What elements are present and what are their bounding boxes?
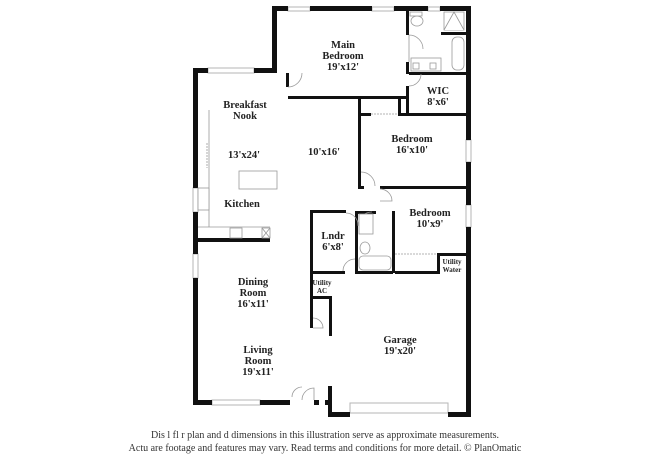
- toilet-icon-2: [359, 241, 371, 255]
- room-kitchen-nook-dimensions: 13'x24': [228, 150, 260, 161]
- room-bedroom-3: Bedroom 10'x9': [409, 208, 450, 230]
- room-dimensions: 13'x24': [227, 150, 261, 161]
- room-wic: WIC 8'x6': [427, 86, 449, 108]
- room-dimensions: 16'x11': [237, 299, 269, 310]
- room-name: AC: [316, 286, 328, 295]
- room-utility-water: Utility Water: [442, 258, 462, 274]
- toilet-icon: [410, 15, 424, 27]
- stove-icon: [229, 227, 243, 239]
- room-dining-room: Dining Room 16'x11': [237, 277, 269, 310]
- room-dimensions: 19'x20': [383, 346, 417, 357]
- room-dimensions: 10'x16': [307, 147, 341, 158]
- room-family-area: 10'x16': [308, 147, 340, 158]
- room-name: Dining: [237, 277, 269, 288]
- disclaimer-line-1: Dis l fl r plan and d dimensions in this…: [151, 430, 499, 441]
- room-name: Lndr: [321, 231, 345, 242]
- sink-icon: [197, 187, 210, 211]
- room-dimensions: 8'x6': [427, 97, 449, 108]
- room-main-bedroom: Main Bedroom 19'x12': [322, 40, 363, 73]
- room-name: Garage: [383, 335, 417, 346]
- room-name: Bedroom: [322, 51, 364, 62]
- kitchen-island: [238, 170, 278, 190]
- room-dimensions: 19'x11': [242, 367, 274, 378]
- room-name: Room: [244, 356, 272, 367]
- room-name: Utility: [312, 279, 332, 287]
- room-name: Bedroom: [391, 134, 433, 145]
- room-name: Living: [243, 345, 273, 356]
- room-name: WIC: [426, 86, 450, 97]
- disclaimer-line-2: Actu are footage and features may vary. …: [128, 443, 522, 454]
- room-name: Bedroom: [409, 208, 451, 219]
- room-living-room: Living Room 19'x11': [242, 345, 274, 378]
- room-name: Room: [239, 288, 267, 299]
- room-dimensions: 19'x12': [326, 62, 360, 73]
- room-utility-ac: Utility AC: [312, 279, 332, 295]
- room-bedroom-2: Bedroom 16'x10': [391, 134, 432, 156]
- bathtub-icon-2: [358, 255, 392, 271]
- room-name: Nook: [233, 111, 257, 122]
- room-name: Kitchen: [224, 199, 260, 210]
- room-name: Main: [331, 40, 355, 51]
- walls: [193, 6, 471, 417]
- room-dimensions: 10'x9': [416, 219, 444, 230]
- room-laundry: Lndr 6'x8': [321, 231, 344, 253]
- room-dimensions: 16'x10': [395, 145, 429, 156]
- room-dimensions: 6'x8': [322, 242, 344, 253]
- room-name: Water: [442, 265, 462, 274]
- vanity-icon-2: [358, 213, 374, 235]
- room-kitchen: Kitchen: [224, 199, 260, 210]
- fixtures: [197, 11, 465, 271]
- room-name: Breakfast: [223, 100, 267, 111]
- room-name: Utility: [442, 258, 462, 266]
- bathtub-icon: [451, 36, 465, 71]
- room-breakfast-nook: Breakfast Nook: [223, 100, 267, 122]
- room-garage: Garage 19'x20': [383, 335, 416, 357]
